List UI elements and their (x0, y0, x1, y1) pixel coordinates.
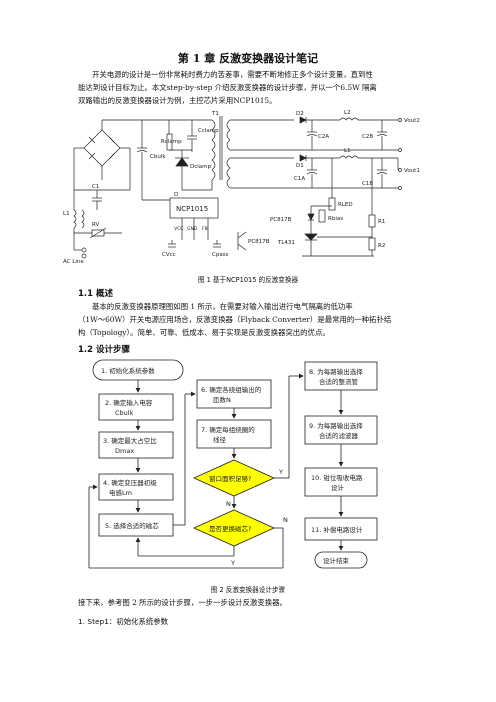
step-3-label: 3. 确定最大占空比 (103, 436, 157, 445)
intro-line-2: 能达到设计目标为止。本文step-by-step 介绍反激变换器的设计步骤，并以… (78, 83, 377, 92)
label-l1-output: L1 (344, 148, 351, 154)
step-2-sub: Cbulk (115, 409, 134, 417)
intro-line-1: 开关电源的设计是一份非常耗时费力的苦差事，需要不断地修正多个设计变量，直到性 (92, 70, 373, 79)
end-box: 设计结束 (314, 551, 368, 569)
step-5-label: 5. 选择合适的磁芯 (105, 521, 159, 530)
step-9-label: 9. 为每路输出选择 (309, 421, 363, 430)
decision-2-label: 是否更换磁芯? (209, 524, 251, 533)
section-1-line-3: 构（Topology）。简单、可靠、低成本、易于实现是反激变换器突出的优点。 (78, 328, 330, 337)
step-9-box: 9. 为每路输出选择 合适的滤波器 (304, 415, 378, 445)
step-7-sub: 线径 (213, 435, 227, 444)
label-cvcc: CVcc (162, 252, 176, 258)
section-1-heading: 1.1 概述 (78, 289, 114, 299)
intro-paragraph: 开关电源的设计是一份非常耗时费力的苦差事，需要不断地修正多个设计变量，直到性 能… (78, 68, 424, 107)
step-3-sub: Dmax (115, 447, 134, 455)
section-1-line-1: 基本的反激变换器原理图如图 1 所示，在需要对输入输出进行电气隔离的低功率 (92, 302, 353, 311)
label-r2: R2 (378, 243, 385, 249)
label-tl431: TL431 (277, 240, 295, 246)
label-pin-gnd: GND (187, 226, 198, 232)
step-2-label: 2. 确定输入电容 (105, 398, 153, 407)
label-rbias: Rbias (328, 216, 343, 222)
step-4-box: 4. 确定变压器初级 电感Lm (98, 473, 174, 501)
step-10-box: 10. 钳位吸收电路 设计 (304, 467, 378, 497)
flyback-schematic: Cbulk C1 L1 RV AC Line Rclamp Cclamp Dcl… (63, 110, 420, 265)
label-pc817b-transistor: PC817B (248, 239, 270, 245)
step1-heading: 1. Step1：初始化系统参数 (78, 617, 169, 626)
step-3-box: 3. 确定最大占空比 Dmax (98, 431, 174, 459)
step-8-label: 8. 为每路输出选择 (309, 367, 363, 376)
end-label: 设计结束 (323, 556, 350, 565)
step-10-label: 10. 钳位吸收电路 (311, 473, 363, 482)
step-4-label: 4. 确定变压器初级 (103, 478, 157, 487)
label-rv: RV (92, 222, 100, 228)
label-vout1: Vout1 (404, 168, 420, 174)
decision-2-no: N (283, 516, 288, 524)
step-4-sub: 电感Lm (109, 488, 132, 497)
intro-line-3: 双路输出的反激变换器设计为例，主控芯片采用NCP1015。 (78, 96, 277, 105)
label-c2a: C2A (318, 134, 329, 140)
step-1-box: 1. 初始化系统参数 (92, 359, 184, 381)
decision-2-diamond: 是否更换磁芯? (193, 509, 275, 547)
label-dclamp: Dclamp (190, 164, 212, 170)
label-d2: D2 (296, 111, 304, 117)
step-2-box: 2. 确定输入电容 Cbulk (98, 393, 174, 421)
design-flowchart: 1. 初始化系统参数 2. 确定输入电容 Cbulk 3. 确定最大占空比 Dm… (88, 359, 378, 569)
after-line-1: 接下来，参考图 2 所示的设计步骤，一步一步设计反激变换器。 (78, 598, 287, 607)
step-11-label: 11. 补偿电路设计 (311, 525, 363, 534)
section-2-heading: 1.2 设计步骤 (78, 345, 131, 355)
chapter-title: 第 1 章 反激变换器设计笔记 (177, 52, 319, 65)
decision-1-label: 窗口面积足够? (209, 474, 251, 483)
section-1-line-2: （1W～60W）开关电源应用场合，反激变换器（Flyback Converter… (78, 315, 392, 324)
decision-1-diamond: 窗口面积足够? (193, 459, 275, 497)
label-d1: D1 (296, 163, 304, 169)
label-cbulk: Cbulk (150, 154, 166, 160)
step-9-sub: 合适的滤波器 (319, 431, 359, 440)
step-7-label: 7. 确定每组绕圈的 (201, 425, 255, 434)
label-c1a: C1A (294, 176, 305, 182)
step-6-label: 6. 确定各绕组输出的 (201, 385, 262, 394)
label-rclamp: Rclamp (161, 139, 182, 145)
label-vout2: Vout2 (404, 118, 420, 124)
label-cpass: Cpass (212, 252, 229, 258)
label-cclamp: Cclamp (198, 128, 219, 134)
decision-1-no: N (226, 500, 231, 508)
label-pc817b-led: PC817B (270, 217, 292, 223)
label-ac-line: AC Line (63, 259, 84, 265)
step-10-sub: 设计 (331, 483, 345, 492)
section-1-paragraph: 基本的反激变换器原理图如图 1 所示，在需要对输入输出进行电气隔离的低功率 （1… (78, 300, 424, 339)
decision-1-yes: Y (278, 468, 283, 476)
label-l1-input: L1 (63, 211, 70, 217)
label-r1: R1 (378, 219, 385, 225)
bridge-rectifier (83, 129, 121, 167)
step-11-box: 11. 补偿电路设计 (304, 517, 378, 541)
label-pin-d: D (174, 192, 178, 198)
step-8-sub: 合适的整流管 (319, 377, 359, 386)
figure1-caption: 图 1 基于NCP1015 的反激变换器 (197, 276, 299, 284)
decision-2-yes: Y (230, 559, 235, 567)
label-pin-fb: FB (202, 226, 208, 232)
label-c1b: C1B (362, 181, 373, 187)
step-5-box: 5. 选择合适的磁芯 (98, 513, 174, 537)
after-paragraph: 接下来，参考图 2 所示的设计步骤，一步一步设计反激变换器。 (78, 596, 424, 609)
label-rled: RLED (338, 202, 353, 208)
chip-label: NCP1015 (176, 205, 208, 213)
step-7-box: 7. 确定每组绕圈的 线径 (196, 419, 272, 449)
label-pin-vcc: VCC (174, 226, 183, 232)
label-l2: L2 (344, 110, 351, 116)
step-6-box: 6. 确定各绕组输出的 匝数N (196, 379, 272, 409)
label-c1: C1 (92, 184, 99, 190)
step-6-sub: 匝数N (213, 395, 231, 404)
figure2-caption: 图 2 反激变换器设计步骤 (210, 586, 286, 594)
label-c2b: C2B (362, 134, 373, 140)
label-t1: T1 (211, 111, 219, 117)
step-1-label: 1. 初始化系统参数 (101, 366, 155, 375)
step-8-box: 8. 为每路输出选择 合适的整流管 (304, 361, 378, 391)
